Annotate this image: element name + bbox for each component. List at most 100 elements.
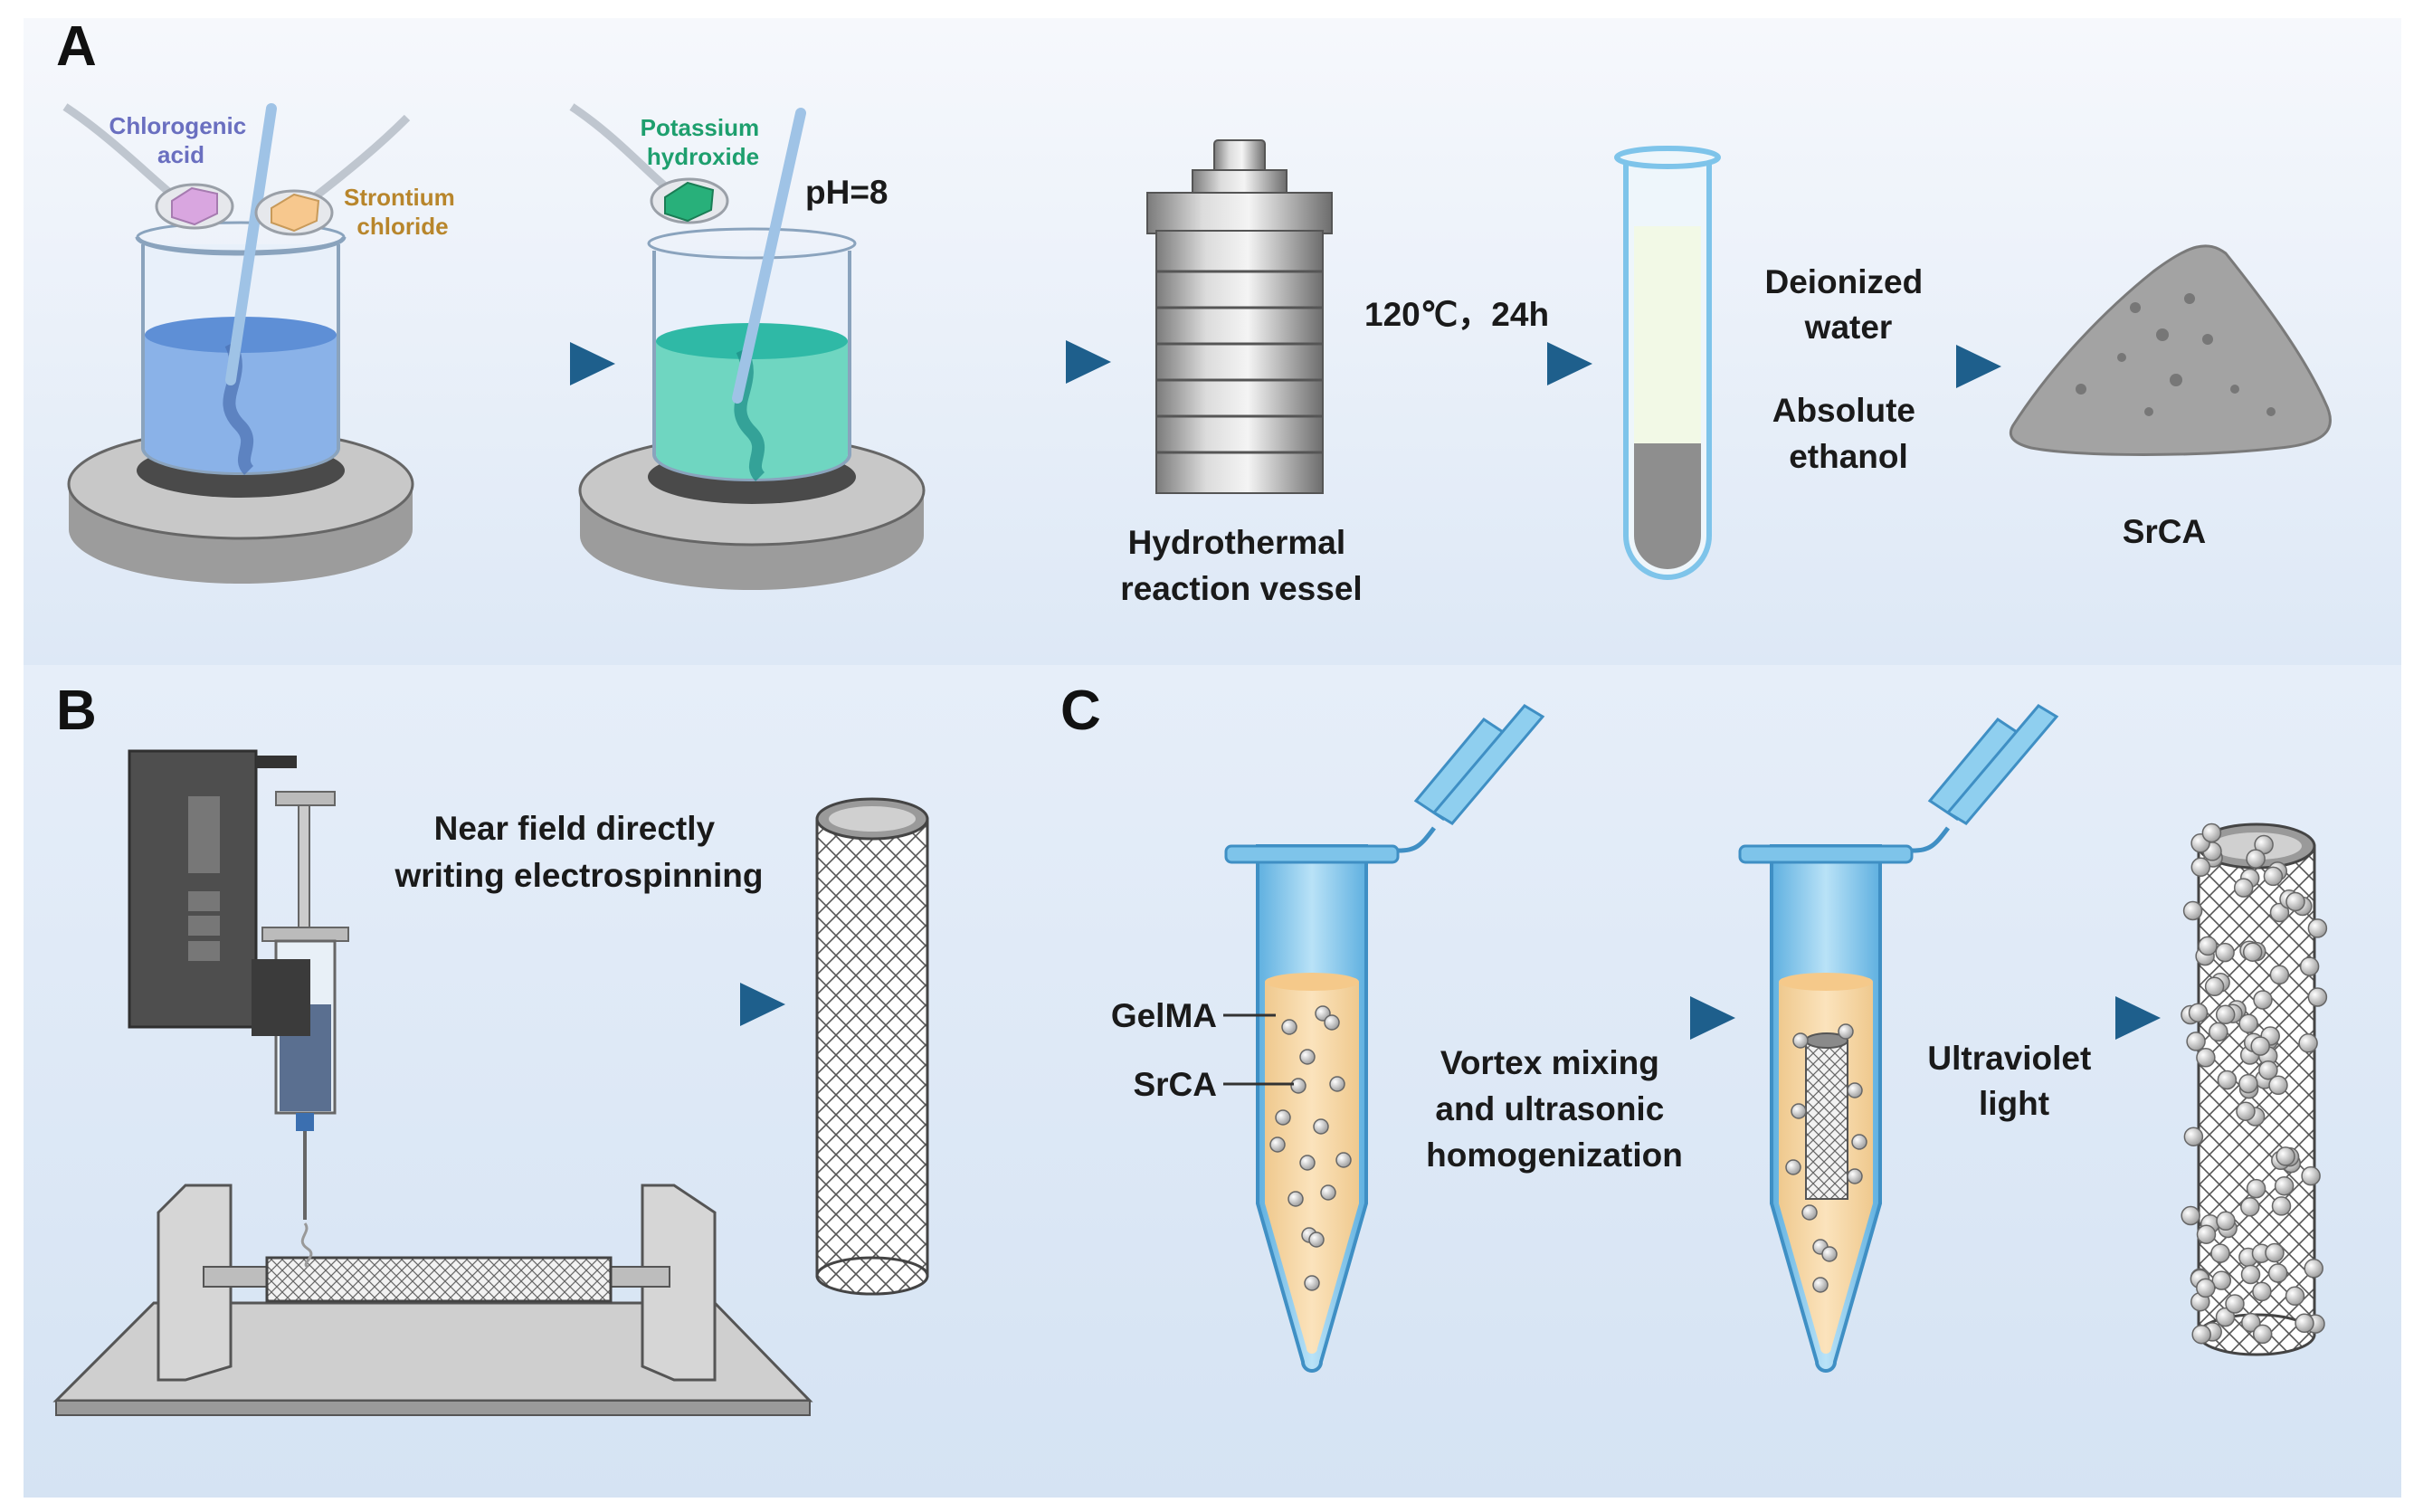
srca-bead xyxy=(2196,1278,2216,1298)
srca-bead xyxy=(2304,1259,2323,1279)
srca-bead xyxy=(2210,1243,2230,1263)
srca-bead xyxy=(2190,857,2211,878)
srca-bead xyxy=(2240,1264,2261,1285)
stirrer-beaker-2 xyxy=(578,227,926,590)
syringe-pump xyxy=(128,749,297,1029)
panel-c-letter: C xyxy=(1060,680,1101,742)
ph-label: pH=8 xyxy=(805,174,888,211)
srca-bead xyxy=(2236,1101,2256,1121)
electrospun-scaffold-tube xyxy=(815,797,929,1296)
srca-label: SrCA xyxy=(1133,1066,1217,1103)
srca-bead xyxy=(2263,866,2284,887)
srca-bead xyxy=(2216,1211,2236,1231)
srca-particles-tube-1 xyxy=(1269,1005,1352,1291)
srca-bead xyxy=(2182,900,2203,921)
srca-bead xyxy=(2298,1033,2318,1053)
srca-bead xyxy=(2285,891,2305,912)
vessel-label: Hydrothermal reaction vessel xyxy=(1120,524,1362,607)
absolute-ethanol-label: Absolute ethanol xyxy=(1772,392,1925,475)
electrospinning-label: Near field directly writing electrospinn… xyxy=(394,810,763,894)
spoon-left xyxy=(62,103,234,230)
srca-bead xyxy=(2191,1324,2211,1345)
srca-bead xyxy=(2196,1048,2216,1068)
srca-bead xyxy=(2217,1070,2238,1090)
srca-bead xyxy=(2301,1165,2321,1186)
test-tube xyxy=(1614,146,1721,580)
arrow-c1 xyxy=(1398,996,1735,1040)
srca-product-label: SrCA xyxy=(2123,513,2207,550)
chlorogenic-acid-label: Chlorogenic acid xyxy=(109,112,253,168)
srca-bead xyxy=(2271,1196,2292,1216)
srca-bead xyxy=(2252,1324,2273,1345)
srca-bead xyxy=(2196,1224,2217,1244)
spoon-koh xyxy=(569,103,729,224)
glass-rod-1 xyxy=(225,103,277,385)
srca-bead xyxy=(2246,1178,2266,1199)
srca-bead xyxy=(2299,956,2320,976)
srca-bead xyxy=(2201,823,2222,843)
glass-rod-2 xyxy=(732,108,806,404)
srca-bead xyxy=(2269,902,2290,923)
arrow-a4 xyxy=(1751,345,2001,388)
srca-bead xyxy=(2252,1281,2272,1302)
srca-bead xyxy=(2267,1263,2288,1283)
stirrer-beaker-1 xyxy=(67,221,414,584)
collector-platform xyxy=(52,1301,813,1416)
srca-bead xyxy=(2253,990,2273,1010)
srca-bead xyxy=(2204,976,2225,997)
srca-bead xyxy=(2250,1036,2270,1056)
srca-bead xyxy=(2285,1286,2305,1307)
arrow-c2 xyxy=(1898,996,2161,1040)
arrow-b1 xyxy=(414,983,785,1026)
srca-bead xyxy=(2269,965,2290,985)
srca-bead xyxy=(2209,1022,2228,1042)
srca-bead xyxy=(2211,1270,2232,1290)
syringe xyxy=(252,791,349,1269)
srca-bead xyxy=(2238,1013,2258,1033)
srca-bead xyxy=(2215,1307,2236,1327)
arrow-a2 xyxy=(896,340,1111,384)
srca-bead xyxy=(2240,1197,2260,1217)
scaffold-srca-particles xyxy=(2181,823,2328,1345)
srca-bead xyxy=(2188,1003,2209,1022)
srca-bead xyxy=(2183,1127,2204,1146)
srca-bead xyxy=(2198,936,2218,956)
srca-bead xyxy=(2274,1175,2295,1196)
srca-bead xyxy=(2225,1294,2245,1314)
srca-bead xyxy=(2186,1032,2206,1051)
srca-bead xyxy=(2307,918,2328,938)
srca-particles-tube-2 xyxy=(1785,1023,1867,1293)
reaction-condition-label: 120℃，24h xyxy=(1364,296,1549,333)
srca-bead xyxy=(2295,1313,2314,1334)
srca-bead xyxy=(2258,1060,2278,1080)
scaffold-in-tube-2 xyxy=(1805,1032,1848,1200)
potassium-hydroxide-label: Potassium hydroxide xyxy=(641,114,766,170)
hydrothermal-vessel xyxy=(1146,139,1333,494)
collector-mesh-tube xyxy=(265,1256,613,1303)
arrow-a1 xyxy=(398,342,615,385)
srca-bead xyxy=(2265,1242,2285,1263)
srca-bead xyxy=(2215,1004,2236,1025)
srca-bead xyxy=(2181,1205,2200,1226)
centrifuge-tube-1 xyxy=(1224,704,1545,1373)
deionized-water-label: Deionized water xyxy=(1764,263,1932,346)
spoon-right xyxy=(254,114,411,236)
srca-bead xyxy=(2268,1075,2288,1096)
srca-bead xyxy=(2242,942,2263,962)
srca-bead xyxy=(2246,849,2266,869)
srca-bead xyxy=(2233,878,2254,898)
vortex-mixing-label: Vortex mixing and ultrasonic homogenizat… xyxy=(1426,1044,1683,1174)
strontium-chloride-label: Strontium chloride xyxy=(344,184,461,240)
gelma-label: GelMA xyxy=(1111,997,1217,1034)
srca-bead xyxy=(2276,1146,2295,1166)
srca-bead xyxy=(2307,987,2328,1007)
srca-powder-pile xyxy=(2009,244,2332,456)
srca-bead xyxy=(2238,1073,2258,1094)
arrow-a3 xyxy=(1362,342,1592,385)
srca-bead xyxy=(2241,1312,2261,1333)
ultraviolet-light-label: Ultraviolet light xyxy=(1927,1040,2100,1122)
srca-bead xyxy=(2215,942,2235,963)
panel-b-letter: B xyxy=(56,680,97,742)
